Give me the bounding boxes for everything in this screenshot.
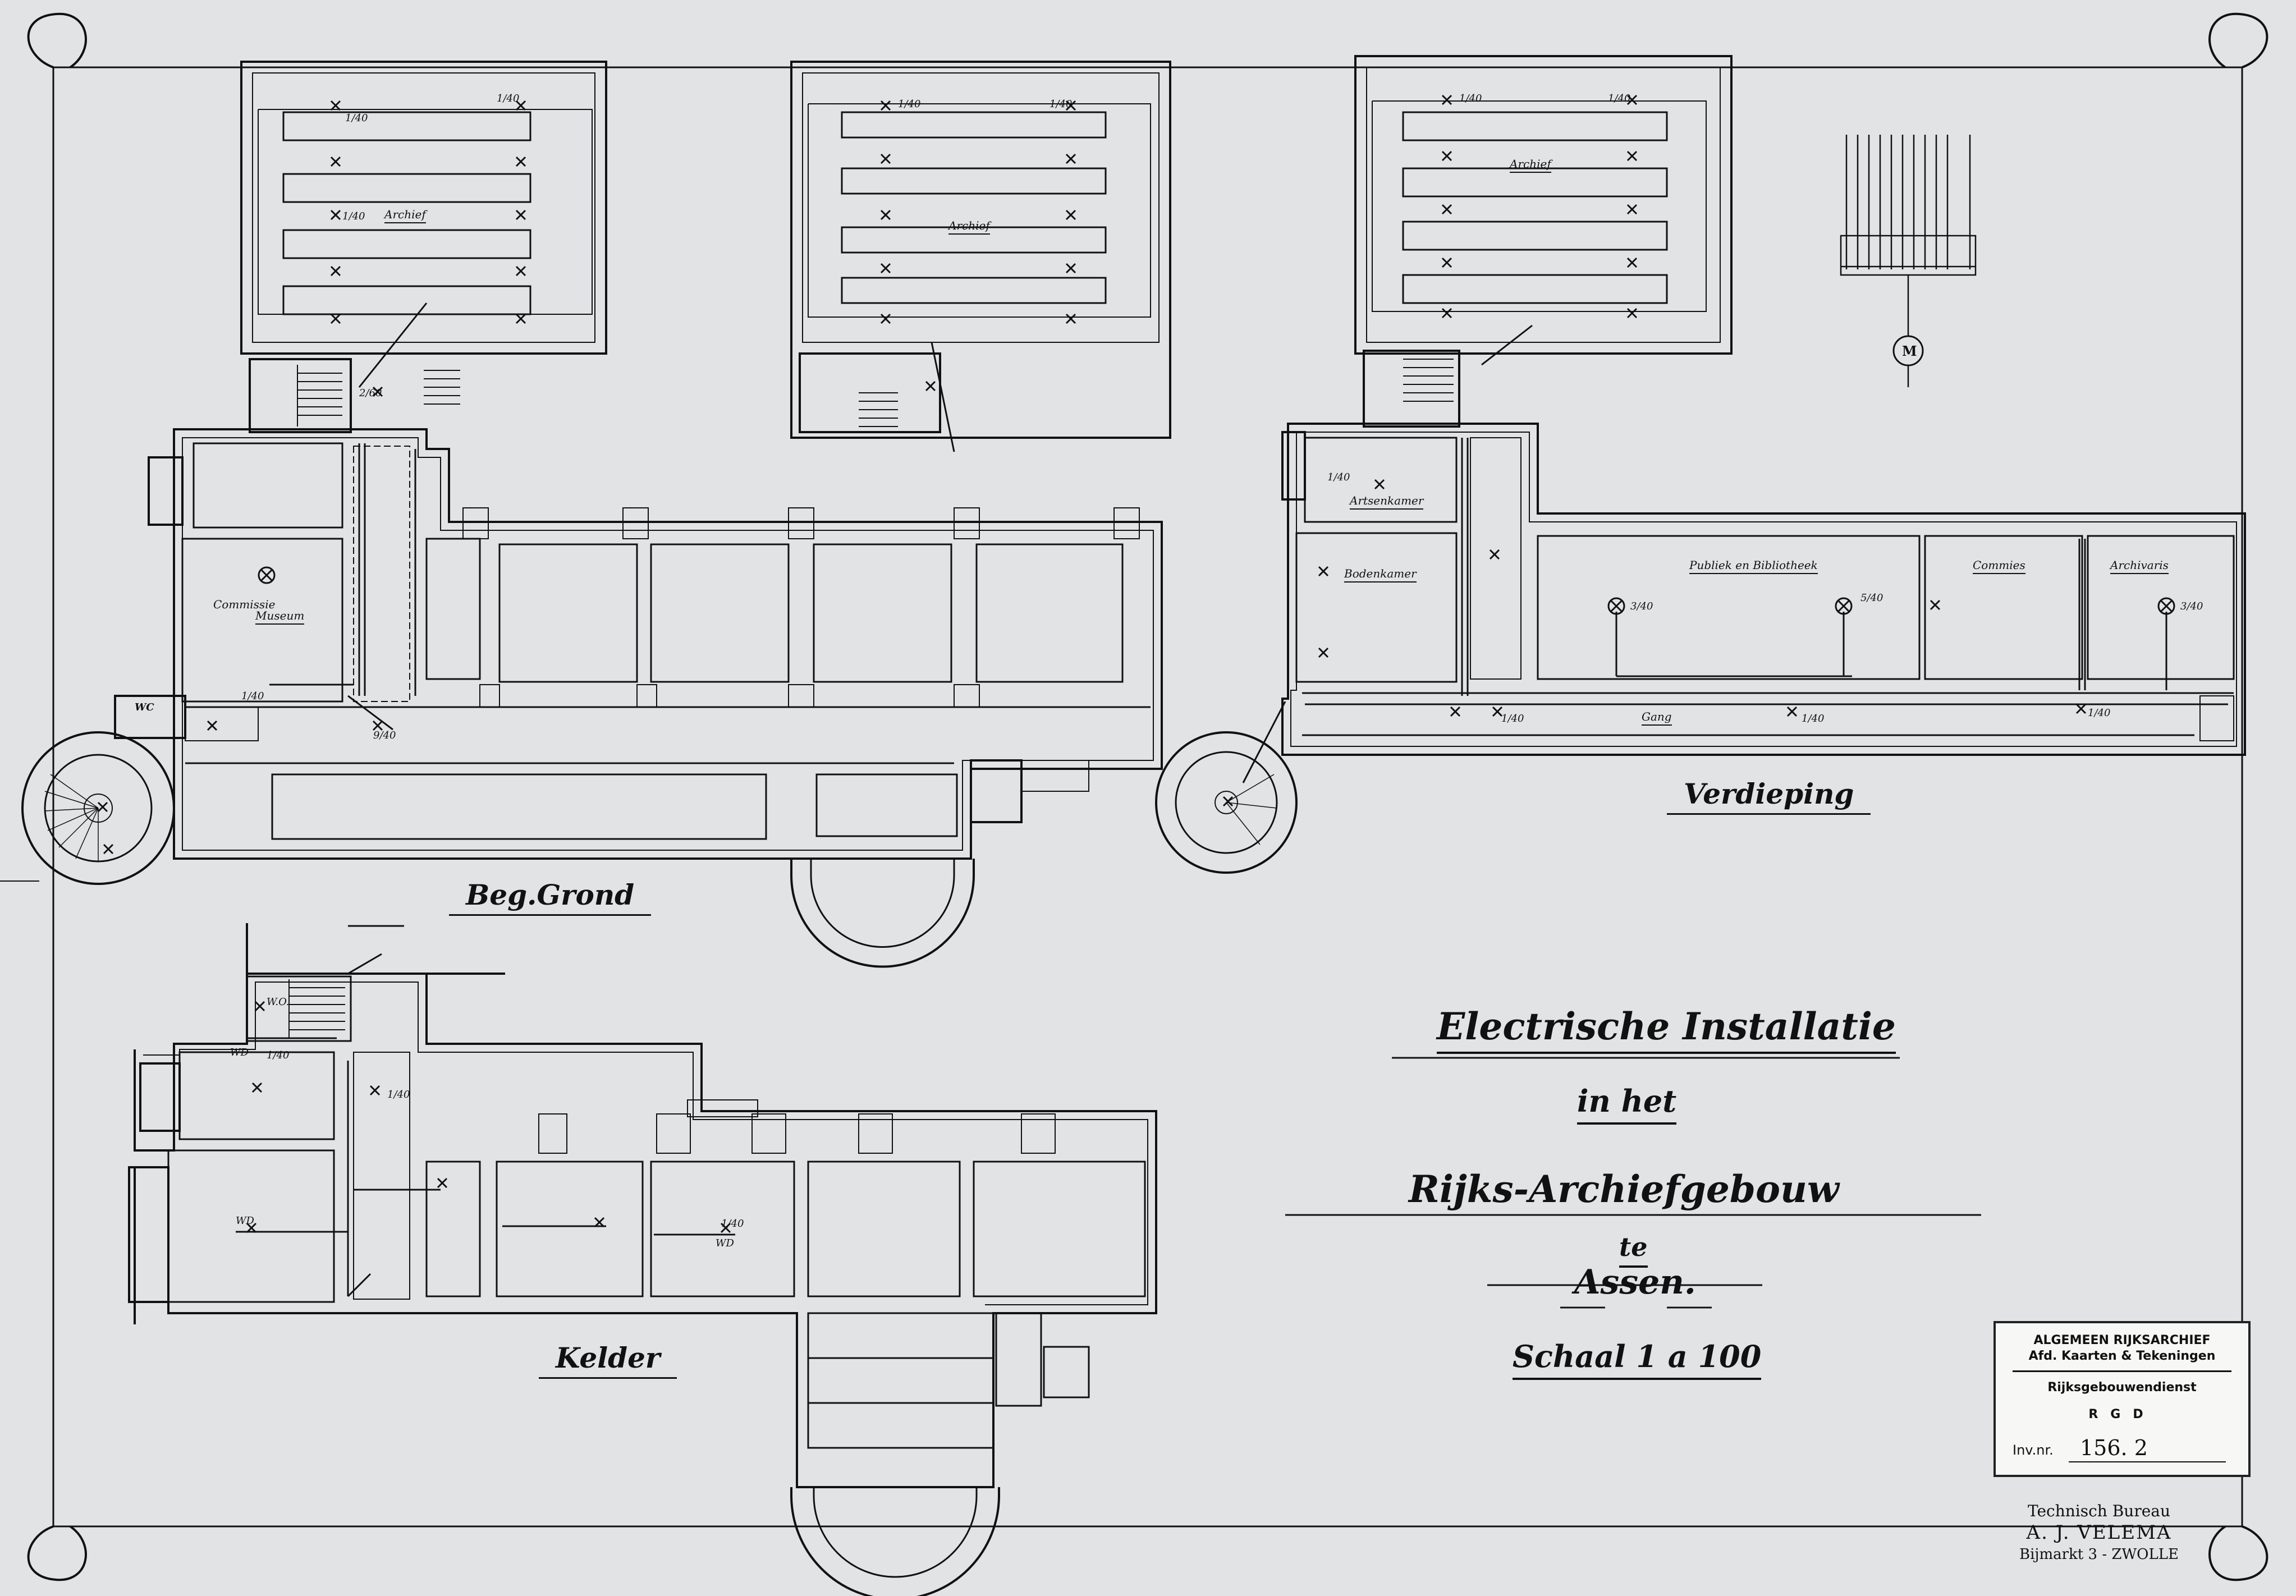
switchboard-diagram xyxy=(1840,135,1977,387)
lamp-rating-label: 1/40 xyxy=(1501,713,1524,724)
plan-archief-midden xyxy=(790,61,1171,452)
room-label-artsenkamer: Artsenkamer xyxy=(1350,494,1424,510)
room-label-gang: Gang xyxy=(1642,710,1672,726)
lamp-rating-label: 1/40 xyxy=(2088,707,2111,719)
plan-label-kelder: Kelder xyxy=(539,1341,677,1379)
wo-label: W.O. xyxy=(267,996,290,1008)
plan-verdieping xyxy=(1155,55,2246,874)
lamp-rating-label: 1/40 xyxy=(1050,98,1073,110)
room-label-publiek: Publiek en Bibliotheek xyxy=(1689,558,1818,574)
lamp-rating-label: 1/40 xyxy=(1459,93,1482,104)
room-label-archivaris: Archivaris xyxy=(2110,558,2169,574)
maker-stamp: Technisch Bureau A. J. VELEMA Bijmarkt 3… xyxy=(2015,1494,2183,1578)
room-label-bodenkamer: Bodenkamer xyxy=(1344,567,1417,583)
plan-label-beg-grond: Beg.Grond xyxy=(449,878,652,916)
stamp-line-1: ALGEMEEN RIJKSARCHIEF xyxy=(2033,1333,2211,1347)
stamp-inv-number: 156. 2 xyxy=(2080,1436,2148,1460)
title-line-3: Rijks-Archiefgebouw xyxy=(1409,1167,1839,1211)
stamp-inv-label: Inv.nr. xyxy=(2013,1442,2054,1458)
wd-label: WD xyxy=(236,1215,254,1227)
room-label-archief-begrond: Archief xyxy=(384,208,426,223)
lamp-rating-label: 1/40 xyxy=(241,690,264,702)
title-line-1: Electrische Installatie xyxy=(1437,1005,1896,1054)
lamp-rating-label: 1/40 xyxy=(497,93,520,104)
lamp-rating-label: 3/40 xyxy=(1630,600,1653,612)
wd-label: WD xyxy=(230,1047,249,1058)
maker-line-2: A. J. VELEMA xyxy=(2026,1521,2172,1544)
room-label-commies: Commies xyxy=(1973,558,2025,574)
room-label-museum: Museum xyxy=(255,609,305,625)
lamp-rating-label: 3/40 xyxy=(2180,600,2203,612)
wd-label: WD xyxy=(716,1237,734,1249)
lamp-rating-label: 1/40 xyxy=(1327,471,1350,483)
lamp-rating-label: 1/40 xyxy=(1802,713,1825,724)
stamp-line-3: Rijksgebouwendienst xyxy=(2047,1381,2197,1395)
title-rules xyxy=(1285,1057,1981,1309)
lamp-rating-label: 1/40 xyxy=(267,1049,290,1061)
maker-line-3: Bijmarkt 3 - ZWOLLE xyxy=(2019,1546,2179,1563)
plan-kelder xyxy=(128,923,1157,1596)
stamp-line-4: RGD xyxy=(2088,1407,2156,1421)
title-line-5: Assen. xyxy=(1574,1263,1696,1302)
lamp-rating-label: 1/40 xyxy=(1608,93,1631,104)
archive-stamp: ALGEMEEN RIJKSARCHIEF Afd. Kaarten & Tek… xyxy=(1993,1321,2251,1477)
motor-label: M xyxy=(1902,343,1917,359)
lamp-rating-label: 1/40 xyxy=(721,1218,744,1230)
lamp-rating-label: 2/60 xyxy=(359,387,382,399)
lamp-rating-label: 1/40 xyxy=(342,210,365,222)
room-label-archief-verdieping: Archief xyxy=(1510,157,1551,173)
title-line-4: te xyxy=(1619,1232,1648,1268)
sheet-border xyxy=(0,12,2268,1581)
lamp-rating-label: 1/40 xyxy=(345,112,368,124)
lamp-rating-label: 9/40 xyxy=(373,730,396,741)
lamp-rating-label: 5/40 xyxy=(1860,592,1883,604)
title-line-2: in het xyxy=(1577,1083,1677,1125)
maker-line-1: Technisch Bureau xyxy=(2027,1502,2171,1520)
stamp-line-2: Afd. Kaarten & Tekeningen xyxy=(2028,1349,2216,1363)
plan-label-verdieping: Verdieping xyxy=(1667,777,1871,815)
title-scale: Schaal 1 a 100 xyxy=(1513,1338,1762,1380)
plan-beg-grond xyxy=(21,61,1163,968)
lamp-rating-label: 1/40 xyxy=(387,1089,410,1100)
room-label-commissie: Commissie xyxy=(213,598,276,611)
room-label-archief-midden: Archief xyxy=(948,219,990,235)
lamp-rating-label: 1/40 xyxy=(898,98,921,110)
wc-label: WC xyxy=(135,701,154,713)
